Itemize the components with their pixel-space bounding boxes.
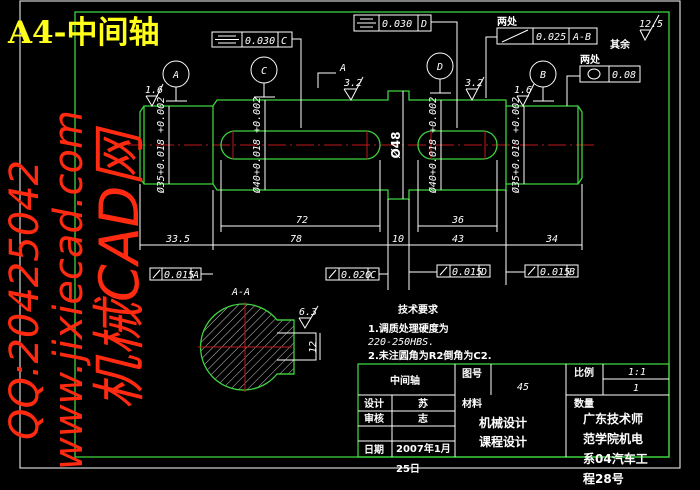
len-1: 33.5 xyxy=(165,234,190,245)
dia-collar: Ø48 xyxy=(389,132,403,159)
section-title: A-A xyxy=(231,287,250,298)
svg-text:12.5: 12.5 xyxy=(639,19,663,30)
tol-run-a-value: 0.015 xyxy=(164,270,194,281)
svg-text:3.2: 3.2 xyxy=(343,78,362,89)
tol-top-d-value: 0.030 xyxy=(382,19,412,30)
shaft-outline xyxy=(139,90,583,200)
roughness-right: 1.6 xyxy=(514,83,535,108)
designer: 苏 xyxy=(418,397,428,410)
dia-mid-right: Ø40+0.018 +0.002 xyxy=(427,97,439,193)
datum-d-label: D xyxy=(436,62,443,73)
len-5: 34 xyxy=(545,234,558,245)
keyway-len-1: 72 xyxy=(296,215,308,226)
tol-cylindricity-value: 0.08 xyxy=(612,70,636,81)
svg-text:3.2: 3.2 xyxy=(464,78,483,89)
drawing-title: A4-中间轴 xyxy=(7,15,160,51)
tech-req-title: 技术要求 xyxy=(398,303,439,316)
tol-runout-ab-datum: A-B xyxy=(572,32,591,43)
datum-b: B xyxy=(529,60,557,102)
keyway-roughness: 6.3 xyxy=(299,307,317,318)
svg-text:1.6: 1.6 xyxy=(145,85,163,96)
two-places-1: 两处 xyxy=(497,15,518,28)
datum-b-label: B xyxy=(540,70,546,81)
datum-c-label: C xyxy=(261,66,267,77)
scale: 1:1 xyxy=(628,367,646,378)
tech-req-line-2: 220-250HBS. xyxy=(368,337,434,348)
drawing-no-label: 图号 xyxy=(462,368,482,380)
datum-a: A xyxy=(162,60,190,102)
date-2: 25日 xyxy=(396,463,420,475)
dia-right: Ø35+0.018 +0.002 xyxy=(510,97,522,193)
section-marker-line xyxy=(317,72,336,88)
school-2: 范学院机电 xyxy=(583,431,643,446)
keyway-left xyxy=(220,130,381,160)
tol-run-d-datum: D xyxy=(480,267,487,278)
reviewer-label: 审核 xyxy=(364,412,384,425)
title-block: 中间轴 图号 材料 45 比例 1:1 数量 1 设计 苏 审核 志 日期 20… xyxy=(357,363,670,486)
two-places-2: 两处 xyxy=(580,53,601,66)
tol-run-b-value: 0.015 xyxy=(540,267,570,278)
tech-req-line-3: 2.未注圆角为R2倒角为C2. xyxy=(368,349,492,362)
watermark-site-name: 机械CAD网 xyxy=(88,126,151,410)
date-label: 日期 xyxy=(364,443,384,456)
dia-mid-left: Ø40+0.018 +0.002 xyxy=(251,97,263,193)
datum-c: C xyxy=(250,56,278,98)
tol-run-a-datum: A xyxy=(192,270,199,281)
date-1: 2007年1月 xyxy=(396,442,451,455)
keyway-centerlines xyxy=(232,131,486,159)
material: 45 xyxy=(517,382,529,393)
school-4: 程28号 xyxy=(583,471,624,486)
roughness-mid-right: 3.2 xyxy=(464,76,485,102)
keyway-right xyxy=(417,130,498,160)
tol-run-c-datum: C xyxy=(370,270,376,281)
designer-label: 设计 xyxy=(364,397,384,410)
diameter-dimension-lines xyxy=(168,91,525,199)
watermark-url: www.jixiecad.com xyxy=(46,110,92,470)
outer-frame xyxy=(19,0,681,469)
qty-label: 数量 xyxy=(574,397,594,410)
school-1: 广东技术师 xyxy=(583,411,643,426)
part-name: 中间轴 xyxy=(390,374,420,387)
tol-runout-ab-value: 0.025 xyxy=(536,32,566,43)
keyway-width: 12 xyxy=(308,341,319,353)
tol-run-b-datum: B xyxy=(569,267,575,278)
len-4: 43 xyxy=(452,234,464,245)
tol-top-c-datum: C xyxy=(281,36,287,47)
tech-req-line-1: 1.调质处理硬度为 xyxy=(368,322,449,335)
other-label: 其余 xyxy=(610,38,631,51)
tol-runout-ab: 0.025 A-B xyxy=(485,27,598,98)
length-dimensions xyxy=(139,160,583,290)
scale-label: 比例 xyxy=(574,366,594,379)
datum-d: D xyxy=(426,52,454,94)
len-2: 78 xyxy=(290,234,302,245)
tol-run-c-value: 0.020 xyxy=(341,270,371,281)
reviewer: 志 xyxy=(418,412,428,425)
course-1: 机械设计 xyxy=(479,415,527,430)
section-marker: A xyxy=(339,63,346,74)
section-view: 12 6.3 xyxy=(198,302,321,392)
qty: 1 xyxy=(633,383,639,394)
tol-cylindricity: 0.08 xyxy=(566,65,641,106)
school-3: 系04汽车工 xyxy=(583,451,648,466)
roughness-left: 1.6 xyxy=(145,83,164,108)
material-label: 材料 xyxy=(462,397,482,410)
course-2: 课程设计 xyxy=(479,434,527,449)
tol-run-d-value: 0.015 xyxy=(452,267,482,278)
datum-a-label: A xyxy=(172,70,179,81)
roughness-mid-left: 3.2 xyxy=(343,76,364,101)
watermark-qq: QQ:20425042 xyxy=(2,160,48,440)
tol-top-c-value: 0.030 xyxy=(245,36,275,47)
tol-top-d-datum: D xyxy=(420,19,427,30)
dia-left: Ø35+0.018 +0.002 xyxy=(155,97,167,193)
svg-text:1.6: 1.6 xyxy=(514,85,532,96)
roughness-general: 12.5 xyxy=(639,14,663,42)
len-3: 10 xyxy=(392,234,404,245)
keyway-len-2: 36 xyxy=(451,215,464,226)
